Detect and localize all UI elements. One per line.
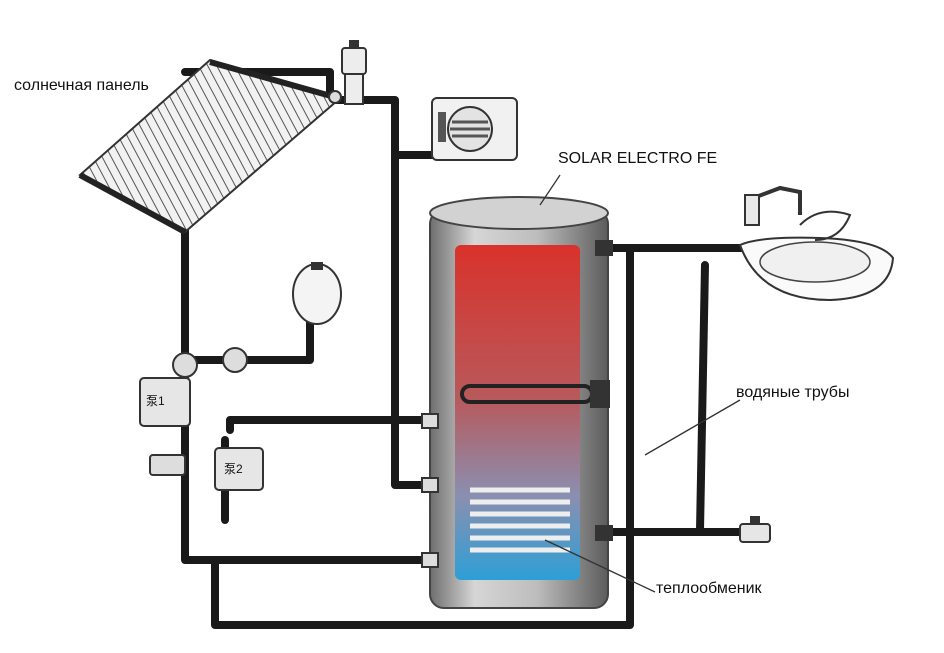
storage-tank — [421, 196, 613, 609]
leader-water-pipes — [644, 399, 741, 456]
outdoor-unit — [431, 97, 518, 161]
pipe-bottom-loop — [211, 246, 634, 629]
pipe-collector-inlet — [181, 226, 429, 564]
solar-panel — [78, 58, 342, 235]
sink — [738, 185, 895, 302]
leader-lines — [539, 174, 741, 593]
pipe-collector-outlet — [181, 68, 429, 489]
pipe-pump2-tank — [226, 416, 429, 434]
leader-heat-exchanger — [544, 539, 656, 593]
pipe-expansion-vessel — [181, 316, 314, 364]
air-vent — [341, 40, 367, 105]
label-pump-2: 泵2 — [224, 462, 243, 476]
expansion-vessel — [292, 262, 342, 325]
heat-exchanger-coil — [470, 487, 570, 553]
pump-group-2 — [214, 447, 264, 491]
pump-group-1 — [139, 347, 248, 476]
label-tank-model: SOLAR ELECTRO FE — [558, 150, 718, 167]
label-solar-panel: солнечная панель — [14, 77, 149, 94]
cold-water-valve — [739, 516, 771, 543]
label-heat-exchanger: теплообменик — [656, 580, 762, 597]
label-pump-1: 泵1 — [146, 394, 165, 408]
label-water-pipes: водяные трубы — [736, 384, 850, 401]
pipe-sink-drop — [696, 261, 709, 534]
leader-tank-model — [539, 174, 561, 206]
